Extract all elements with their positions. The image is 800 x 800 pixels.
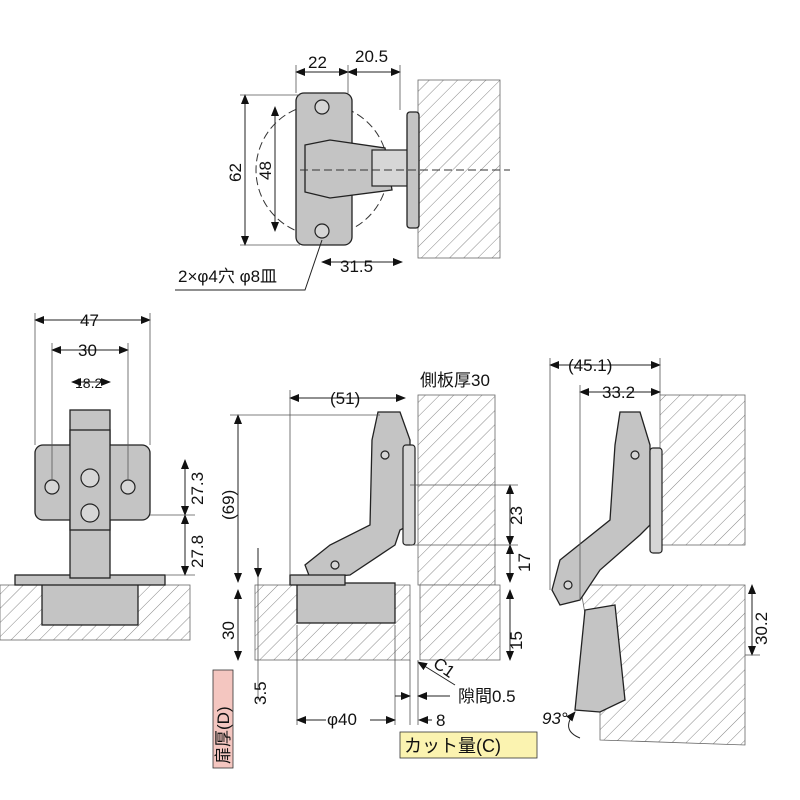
gap-label: 隙間0.5 <box>458 687 516 706</box>
opening-angle: 93° <box>542 709 568 728</box>
bracket <box>649 447 663 554</box>
cut-amount-label-bg <box>399 731 538 759</box>
dim-48: 48 <box>256 161 275 180</box>
dim-30-2: 30.2 <box>752 612 771 645</box>
side-view: 47 30 18.2 27.3 27.8 <box>0 311 207 641</box>
door-thickness-label-bg <box>212 669 234 769</box>
open-view: (45.1) 33.2 30.2 93° <box>542 356 771 746</box>
side-panel-section <box>417 79 501 259</box>
dim-31-5: 31.5 <box>340 257 373 276</box>
dim-23: 23 <box>507 506 526 525</box>
cup <box>296 582 396 624</box>
panel-thickness: 側板厚30 <box>420 371 490 390</box>
hinge-arm <box>304 139 393 199</box>
section-view: (51) 側板厚30 (69) 30 23 17 15 3.5 C1 隙間0.5… <box>212 371 538 769</box>
dim-62: 62 <box>226 163 245 182</box>
dim-30: 30 <box>78 341 97 360</box>
cut-amount-label: カット量(C) <box>404 736 501 756</box>
dim-15: 15 <box>507 631 526 650</box>
dim-27-3: 27.3 <box>188 472 207 505</box>
dim-18-2: 18.2 <box>75 375 102 391</box>
dim-17: 17 <box>515 553 534 572</box>
dim-45-1: (45.1) <box>568 356 612 375</box>
dim-22: 22 <box>308 53 327 72</box>
door-thickness-label: 扉厚(D) <box>214 706 233 764</box>
dim-phi40: φ40 <box>327 710 357 729</box>
dim-27-8: 27.8 <box>188 535 207 568</box>
dim-30-door: 30 <box>219 621 238 640</box>
dim-69: (69) <box>219 490 238 520</box>
adjust-screw-icon <box>80 503 100 523</box>
cup <box>41 582 139 626</box>
cup-open <box>574 604 626 713</box>
dim-3-5: 3.5 <box>251 681 270 705</box>
base-plate <box>289 574 346 586</box>
screw-hole-icon <box>44 479 60 495</box>
dim-47: 47 <box>80 311 99 330</box>
side-panel-lower <box>419 584 501 661</box>
bracket <box>402 444 416 546</box>
side-panel-section <box>659 394 746 546</box>
side-panel-section <box>417 394 496 586</box>
dim-51: (51) <box>330 389 360 408</box>
screw-hole-icon <box>314 223 330 239</box>
dim-8: 8 <box>436 711 445 730</box>
hole-note: 2×φ4穴 φ8皿 <box>178 267 277 286</box>
hinge-arm <box>304 411 411 579</box>
screw-hole-icon <box>120 479 136 495</box>
dim-33-2: 33.2 <box>602 383 635 402</box>
top-view: 22 20.5 62 48 31.5 2×φ4穴 φ8皿 <box>175 47 510 291</box>
hinge-arm-open <box>551 411 651 606</box>
dim-20-5: 20.5 <box>355 47 388 66</box>
adjust-screw-icon <box>80 468 100 488</box>
screw-hole-icon <box>314 99 330 115</box>
